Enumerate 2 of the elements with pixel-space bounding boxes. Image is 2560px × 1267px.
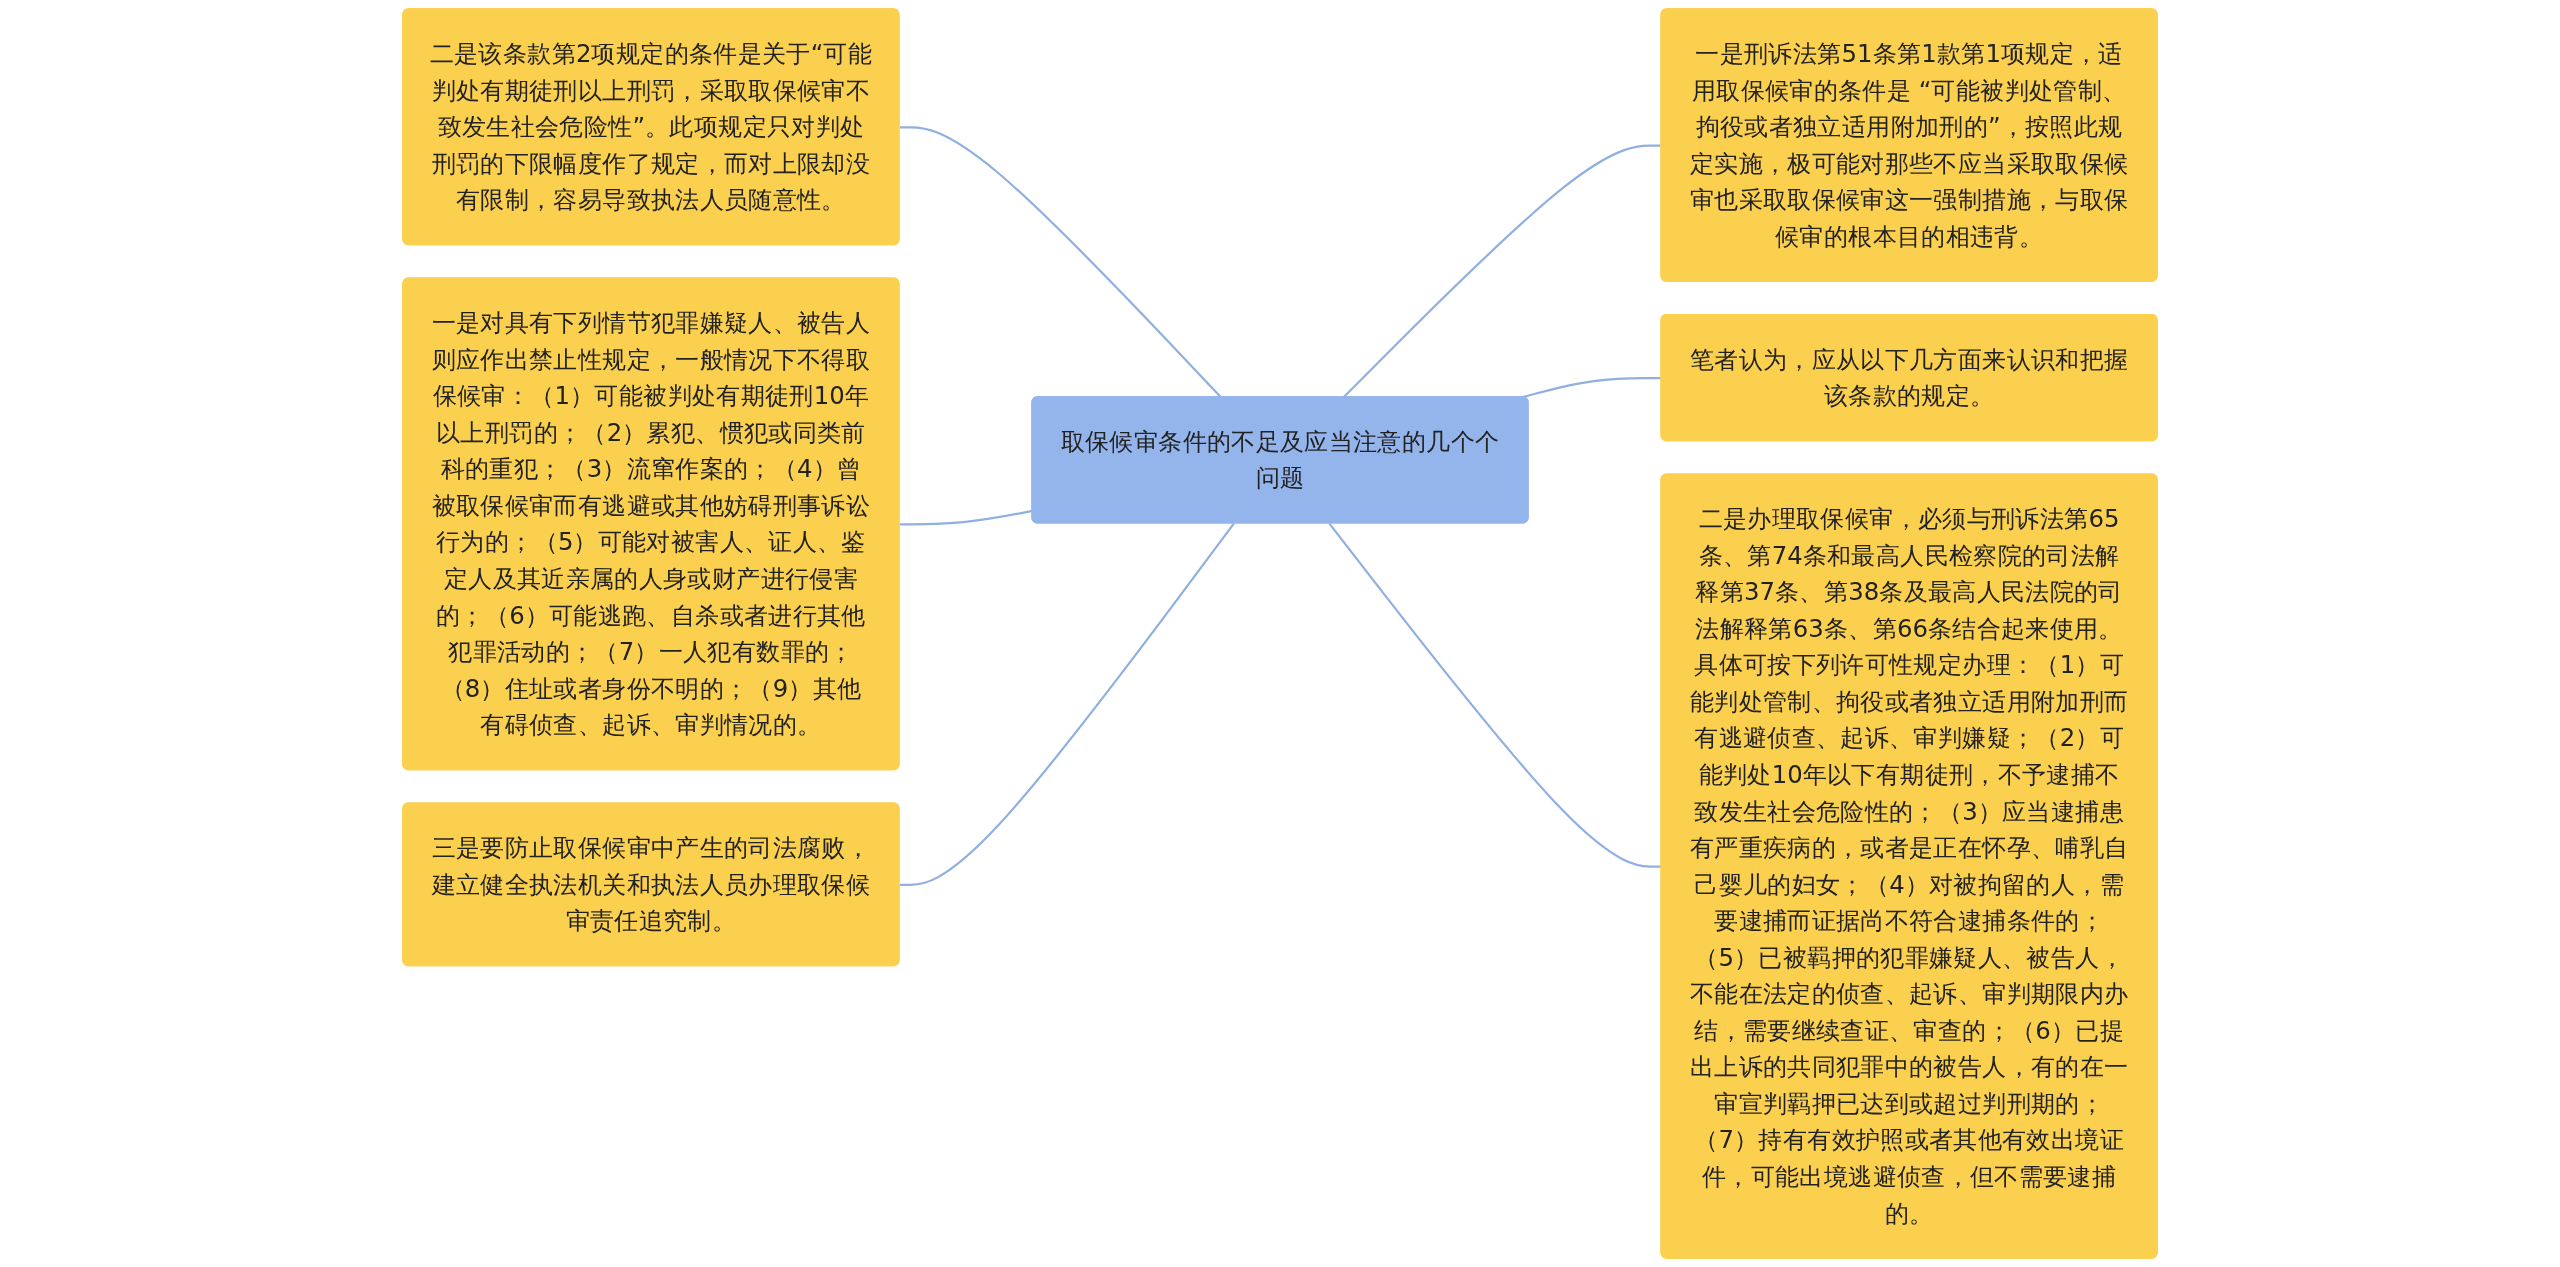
connector (899, 522, 1235, 886)
connector (899, 509, 1033, 526)
